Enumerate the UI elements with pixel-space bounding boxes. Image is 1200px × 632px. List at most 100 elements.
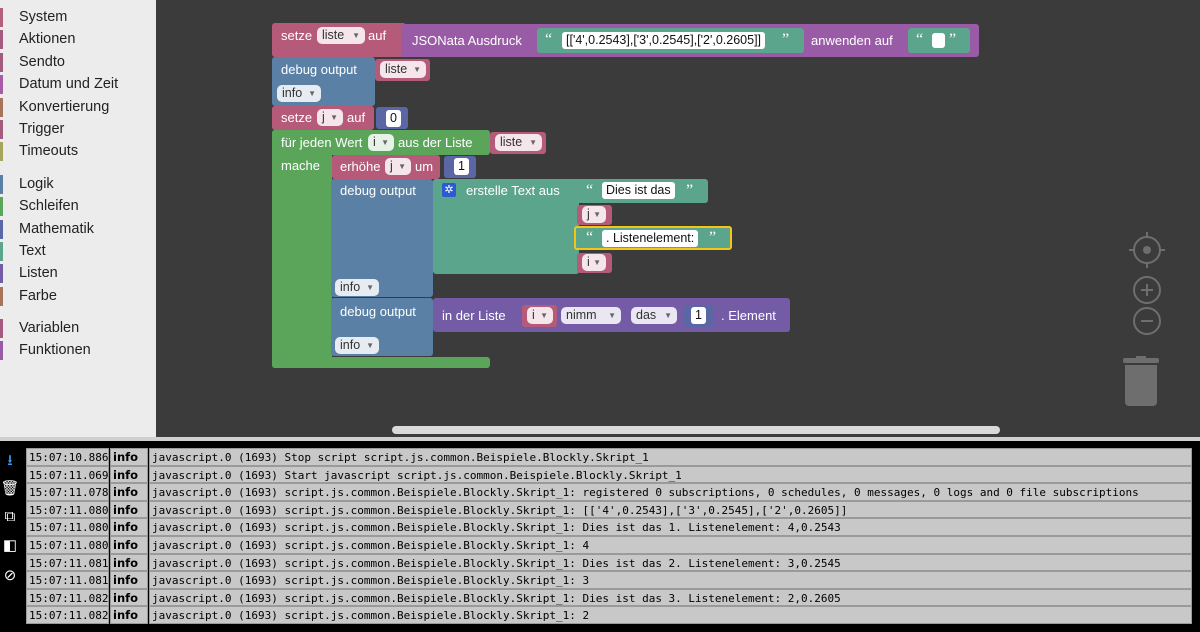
- recenter-icon[interactable]: [1129, 232, 1165, 268]
- for-each-list-dropdown[interactable]: liste▼: [495, 134, 542, 151]
- debug3-level-dropdown[interactable]: info▼: [335, 337, 379, 354]
- log-severity: info: [110, 571, 148, 589]
- toolbox-separator: [0, 163, 156, 173]
- chevron-down-icon: ▼: [330, 113, 338, 122]
- debug1-level-dropdown[interactable]: info▼: [277, 85, 321, 102]
- category-color-bar: [0, 341, 3, 361]
- copy-icon[interactable]: ⧉: [4, 508, 16, 525]
- toolbox-category-item[interactable]: Trigger: [0, 118, 156, 140]
- in-der-liste-label: in der Liste: [442, 308, 506, 323]
- toolbox-category-item[interactable]: Logik: [0, 173, 156, 195]
- log-time: 15:07:11.082: [26, 588, 109, 607]
- text2-field[interactable]: . Listenelement:: [602, 230, 699, 247]
- log-time: 15:07:11.069: [26, 465, 109, 484]
- chevron-down-icon: ▼: [413, 65, 421, 74]
- toolbox-category-label: Timeouts: [19, 143, 79, 160]
- toolbox-category-label: Listen: [19, 265, 58, 282]
- log-time: 15:07:10.886: [26, 448, 109, 466]
- trash-icon[interactable]: [1123, 356, 1159, 406]
- toolbox-category-label: Trigger: [19, 120, 65, 137]
- number-1-field[interactable]: 1: [454, 158, 469, 175]
- log-severity: info: [110, 553, 148, 572]
- i-var-dropdown[interactable]: i▼: [582, 254, 606, 271]
- scroll-down-icon[interactable]: ⭳: [7, 452, 13, 469]
- toolbox-category-item[interactable]: Mathematik: [0, 218, 156, 240]
- debug2-level-dropdown[interactable]: info▼: [335, 279, 379, 296]
- set-liste-var-dropdown[interactable]: liste▼: [317, 27, 365, 44]
- blockly-workspace[interactable]: setze liste▼ auf JSONata Ausdruck “ [['4…: [156, 0, 1200, 437]
- toolbox-category-item[interactable]: Sendto: [0, 51, 156, 73]
- log-message: javascript.0 (1693) script.js.common.Bei…: [149, 500, 1192, 519]
- text1-field[interactable]: Dies ist das: [602, 182, 675, 199]
- log-time: 15:07:11.080: [26, 500, 109, 519]
- number-0-field[interactable]: 0: [386, 110, 401, 127]
- gear-icon[interactable]: ✲: [442, 183, 456, 197]
- for-each-var-dropdown[interactable]: i▼: [368, 134, 394, 151]
- toolbox-category-label: Sendto: [19, 53, 65, 70]
- toolbox-category-item[interactable]: Datum und Zeit: [0, 73, 156, 95]
- for-each-block[interactable]: [272, 130, 332, 368]
- apply-text-field[interactable]: [932, 33, 945, 48]
- chevron-down-icon: ▼: [352, 31, 360, 40]
- debug-output-text-block[interactable]: [331, 179, 433, 297]
- log-severity: info: [110, 500, 148, 519]
- log-message: javascript.0 (1693) script.js.common.Bei…: [149, 535, 1192, 554]
- category-color-bar: [0, 174, 3, 194]
- jsonata-expr-field[interactable]: [['4',0.2543],['3',0.2545],['2',0.2605]]: [562, 32, 766, 49]
- for-each-footer: [272, 357, 490, 368]
- toolbox-category-item[interactable]: Funktionen: [0, 339, 156, 361]
- toolbox-category-item[interactable]: Farbe: [0, 285, 156, 307]
- open-quote-icon: “: [586, 182, 594, 199]
- chevron-down-icon: ▼: [608, 311, 616, 320]
- toolbox-category-item[interactable]: System: [0, 6, 156, 28]
- setze-label: setze: [281, 28, 313, 43]
- zoom-in-icon[interactable]: [1133, 276, 1161, 304]
- element-label: . Element: [721, 308, 776, 323]
- auf-label: auf: [368, 28, 387, 43]
- toolbox-category-label: Logik: [19, 175, 54, 192]
- debug1-var-dropdown[interactable]: liste▼: [380, 61, 426, 78]
- chevron-down-icon: ▼: [664, 311, 672, 320]
- toolbox-category-item[interactable]: Listen: [0, 262, 156, 284]
- chevron-down-icon: ▼: [593, 258, 601, 267]
- aus-der-liste-label: aus der Liste: [398, 135, 473, 150]
- j-var-dropdown[interactable]: j▼: [582, 206, 606, 223]
- auf-label: auf: [347, 110, 366, 125]
- toolbox-category-item[interactable]: Aktionen: [0, 28, 156, 50]
- increment-var-dropdown[interactable]: j▼: [385, 158, 411, 175]
- workspace-horizontal-scrollbar[interactable]: [392, 426, 1000, 434]
- category-color-bar: [0, 8, 3, 27]
- clear-log-icon[interactable]: 🗑: [0, 480, 20, 497]
- debug-output-label: debug output: [340, 304, 416, 319]
- log-time: 15:07:11.080: [26, 518, 109, 536]
- category-color-bar: [0, 142, 3, 162]
- open-quote-icon: “: [545, 31, 553, 48]
- zoom-out-icon[interactable]: [1133, 307, 1161, 335]
- toolbox-category-item[interactable]: Konvertierung: [0, 96, 156, 118]
- log-severity: info: [110, 518, 148, 536]
- toolbox-category-item[interactable]: Schleifen: [0, 195, 156, 217]
- log-severity: info: [110, 448, 148, 466]
- list-get-var-dropdown[interactable]: i▼: [527, 307, 553, 324]
- list-get-where-dropdown[interactable]: das▼: [631, 307, 677, 324]
- hide-icon[interactable]: ⊘: [3, 567, 17, 584]
- um-label: um: [415, 159, 434, 174]
- toolbox-category-item[interactable]: Timeouts: [0, 140, 156, 162]
- category-color-bar: [0, 264, 3, 284]
- category-color-bar: [0, 319, 3, 339]
- toolbox-category-label: Funktionen: [19, 342, 91, 359]
- index-field[interactable]: 1: [691, 307, 706, 324]
- list-get-mode-dropdown[interactable]: nimm▼: [561, 307, 621, 324]
- column-toggle-icon[interactable]: ◧: [2, 537, 18, 554]
- category-color-bar: [0, 286, 3, 306]
- toolbox-category-item[interactable]: Variablen: [0, 317, 156, 339]
- log-message: javascript.0 (1693) script.js.common.Bei…: [149, 553, 1192, 572]
- toolbox-category-item[interactable]: Text: [0, 240, 156, 262]
- set-j-var-dropdown[interactable]: j▼: [317, 109, 343, 126]
